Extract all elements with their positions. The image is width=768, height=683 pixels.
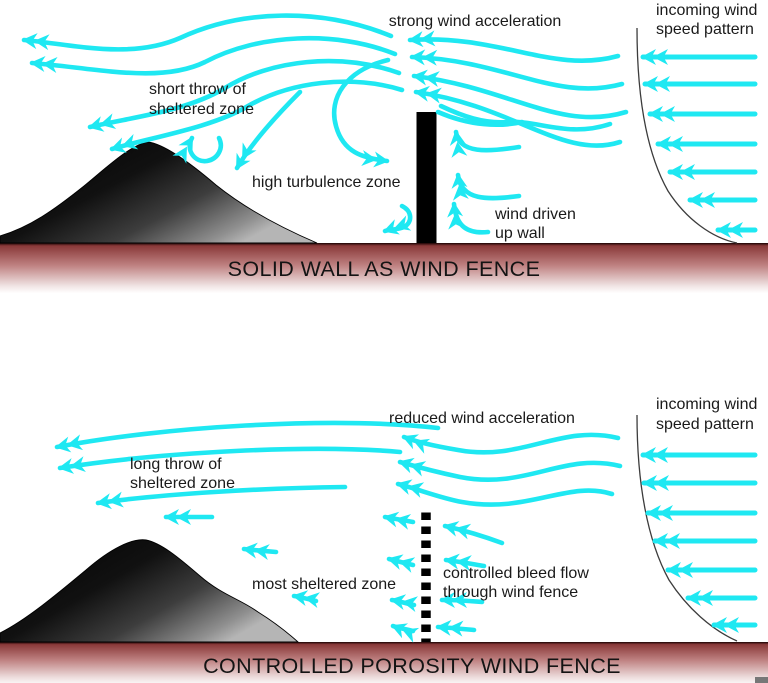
sheltered-flow-arrow xyxy=(21,13,394,52)
sheltered-flow-arrow xyxy=(87,58,402,132)
ground-band xyxy=(0,243,768,300)
label-long-throw-2: sheltered zone xyxy=(130,475,235,492)
accelerated-flow-arrow xyxy=(413,85,623,148)
long-throw-arrow xyxy=(95,484,348,510)
bleed-arrow-right xyxy=(435,619,477,637)
turbulence-arrows xyxy=(172,57,413,235)
label-bleed-flow-2: through wind fence xyxy=(443,584,579,601)
up-wall-arrow xyxy=(447,201,491,235)
label-bleed-flow-1: controlled bleed flow xyxy=(443,565,589,582)
bleed-flow-arrows xyxy=(382,511,505,643)
corner-artifact xyxy=(755,677,768,683)
bleed-arrow-left xyxy=(386,554,416,573)
long-throw-arrow xyxy=(57,446,403,474)
reduced-flow-streamlines xyxy=(395,432,623,507)
up-wall-arrow xyxy=(451,172,522,201)
incoming-wind-arrows xyxy=(640,447,758,633)
bleed-arrow-left xyxy=(382,511,416,530)
label-strong-wind-acceleration: strong wind acceleration xyxy=(388,13,562,30)
sheltered-zone-streamlines xyxy=(21,13,405,171)
wall-base-curl xyxy=(382,203,413,235)
label-short-throw-1: short throw of xyxy=(149,81,246,98)
downwash-arrow xyxy=(234,89,303,171)
porosity-panel xyxy=(0,414,768,683)
ground-band xyxy=(0,642,768,683)
bleed-arrow-right xyxy=(443,553,487,572)
accelerated-flow-arrow xyxy=(411,69,629,120)
reduced-flow-arrow xyxy=(401,432,621,455)
flow-line xyxy=(435,109,525,127)
label-long-throw-1: long throw of xyxy=(130,456,222,473)
long-throw-streamlines xyxy=(54,420,441,609)
label-incoming-wind-2: speed pattern xyxy=(656,416,754,433)
reduced-flow-arrow xyxy=(395,479,615,507)
label-incoming-wind-2: speed pattern xyxy=(656,21,754,38)
label-incoming-wind-1: incoming wind xyxy=(656,396,758,413)
wind-profile-curve xyxy=(636,414,738,642)
up-wall-arrows xyxy=(447,129,522,235)
label-wind-driven-2: up wall xyxy=(495,225,545,242)
label-wind-driven-1: wind driven xyxy=(495,206,576,223)
turbulence-curl xyxy=(172,135,224,164)
stockpile-mound xyxy=(0,539,300,643)
reduced-flow-arrow xyxy=(397,457,623,483)
solid-wall xyxy=(416,112,437,243)
label-incoming-wind-1: incoming wind xyxy=(656,2,758,19)
sheltered-arrow xyxy=(291,590,320,609)
label-high-turbulence-zone: high turbulence zone xyxy=(252,174,401,191)
incoming-wind-arrows xyxy=(640,49,758,238)
up-wall-arrow xyxy=(449,129,522,158)
sheltered-arrow xyxy=(241,542,279,561)
accelerated-flow-streamlines xyxy=(407,30,629,148)
label-most-sheltered-zone: most sheltered zone xyxy=(252,576,397,593)
label-short-throw-2: sheltered zone xyxy=(149,101,254,118)
stockpile-mound xyxy=(0,141,318,244)
label-reduced-wind-acceleration: reduced wind acceleration xyxy=(389,410,575,427)
bleed-arrow-right xyxy=(439,592,485,609)
sheltered-flow-arrow xyxy=(29,35,398,76)
solid-wall-panel xyxy=(0,13,768,300)
bleed-arrow-right xyxy=(442,521,505,546)
sheltered-flow-arrow xyxy=(109,79,405,153)
recirculation-loop xyxy=(331,57,391,168)
accelerated-flow-arrow xyxy=(407,30,621,63)
bleed-arrow-left xyxy=(390,623,420,643)
wind-profile-curve xyxy=(636,27,738,244)
accelerated-flow-arrow xyxy=(409,49,625,91)
porosity-panel-title: CONTROLLED POROSITY WIND FENCE xyxy=(203,654,621,678)
long-throw-arrow xyxy=(54,420,441,453)
solid-wall-panel-title: SOLID WALL AS WIND FENCE xyxy=(227,257,541,281)
bleed-arrow-left xyxy=(389,594,418,613)
